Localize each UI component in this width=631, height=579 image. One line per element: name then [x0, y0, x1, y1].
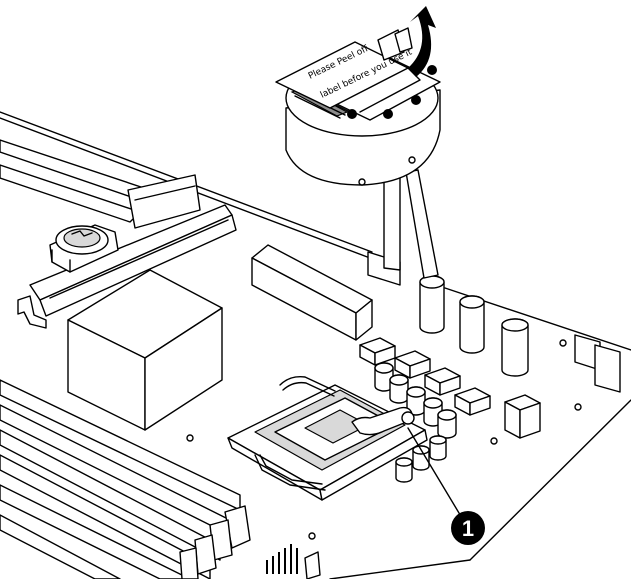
memory-slots	[0, 379, 251, 579]
fan-header	[266, 544, 321, 579]
voltage-regulators	[359, 337, 541, 439]
chipset-heatsink	[67, 269, 223, 431]
cmos-battery-holder	[49, 224, 119, 273]
callout: 1	[407, 427, 485, 545]
connector-block	[251, 244, 373, 341]
peel-direction-arrow-icon	[408, 6, 436, 77]
callout-badge	[451, 511, 485, 545]
expansion-slots	[0, 139, 237, 329]
cpu-socket	[227, 375, 428, 501]
cpu-cooler: Please Peel off label before you use it	[275, 27, 441, 279]
callout-number: 1	[462, 516, 474, 541]
capacitors	[374, 275, 529, 483]
